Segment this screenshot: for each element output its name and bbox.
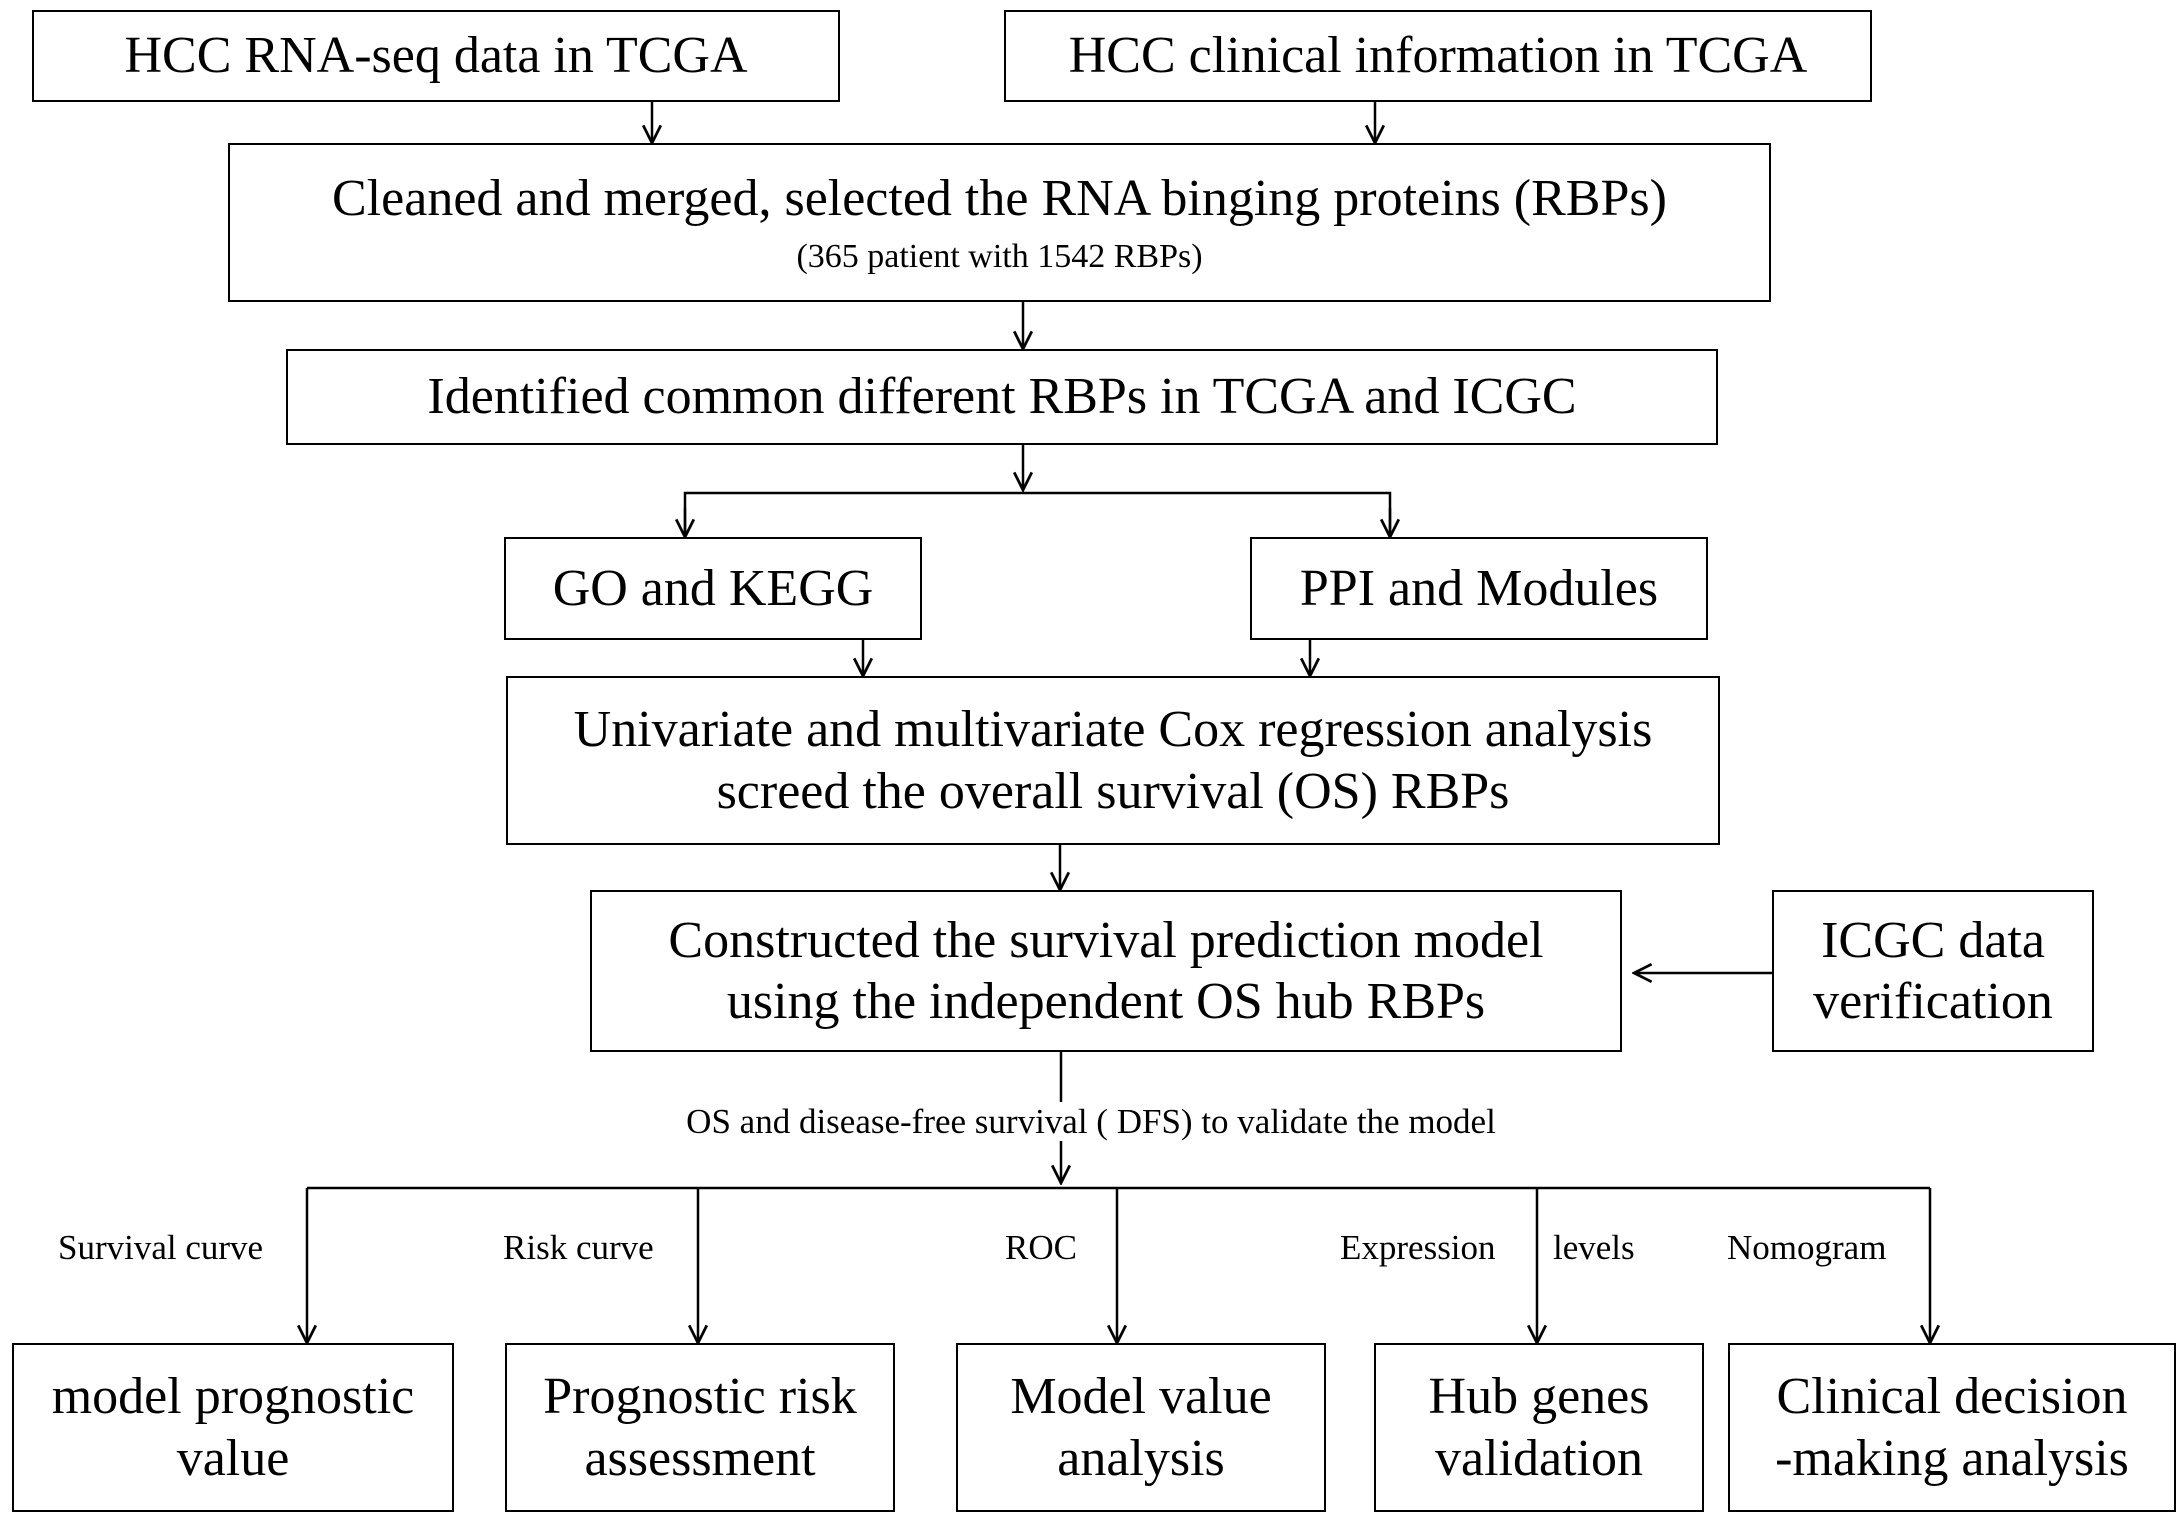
node-prognostic-risk-assessment: Prognostic risk assessment [505, 1343, 895, 1512]
node-prognostic-risk-assessment-line1: Prognostic risk [543, 1368, 857, 1426]
node-icgc-verification: ICGC data verification [1772, 890, 2094, 1052]
node-hcc-rnaseq: HCC RNA-seq data in TCGA [32, 10, 840, 102]
edge-label-risk-curve: Risk curve [503, 1228, 654, 1267]
node-ppi-modules-text: PPI and Modules [1299, 559, 1659, 617]
node-constructed-model-line1: Constructed the survival prediction mode… [668, 911, 1544, 969]
node-identified-common-text: Identified common different RBPs in TCGA… [427, 368, 1577, 426]
node-prognostic-risk-assessment-line2: assessment [584, 1429, 816, 1487]
edge-label-expression: Expression [1340, 1228, 1496, 1267]
edge-label-roc: ROC [1005, 1228, 1077, 1267]
edge-label-levels: levels [1553, 1228, 1635, 1267]
node-clinical-decision-making-line1: Clinical decision [1776, 1368, 2128, 1426]
node-ppi-modules: PPI and Modules [1250, 537, 1708, 640]
node-constructed-model-line2: using the independent OS hub RBPs [726, 973, 1486, 1030]
edge-label-nomogram: Nomogram [1727, 1228, 1887, 1267]
node-cleaned-merged: Cleaned and merged, selected the RNA bin… [228, 143, 1771, 302]
node-cox-regression-line2: screed the overall survival (OS) RBPs [716, 762, 1510, 820]
node-identified-common: Identified common different RBPs in TCGA… [286, 349, 1718, 445]
node-clinical-decision-making: Clinical decision -making analysis [1728, 1343, 2176, 1512]
node-hub-genes-validation-line2: validation [1435, 1429, 1643, 1487]
node-hcc-clinical: HCC clinical information in TCGA [1004, 10, 1872, 102]
node-cox-regression: Univariate and multivariate Cox regressi… [506, 676, 1720, 845]
node-icgc-verification-line2: verification [1813, 973, 2053, 1030]
edge-label-validate: OS and disease-free survival ( DFS) to v… [0, 1102, 2182, 1141]
node-model-value-analysis-line2: analysis [1057, 1429, 1225, 1487]
node-hub-genes-validation-line1: Hub genes [1428, 1368, 1650, 1426]
node-go-kegg-text: GO and KEGG [552, 559, 874, 617]
node-hcc-clinical-text: HCC clinical information in TCGA [1068, 27, 1808, 85]
node-icgc-verification-line1: ICGC data [1821, 911, 2045, 969]
node-model-prognostic-value: model prognostic value [12, 1343, 454, 1512]
node-cox-regression-line1: Univariate and multivariate Cox regressi… [573, 701, 1653, 759]
node-clinical-decision-making-line2: -making analysis [1775, 1429, 2129, 1487]
node-model-prognostic-value-line1: model prognostic [51, 1368, 415, 1426]
split-line-go-ppi [683, 491, 1392, 537]
node-constructed-model: Constructed the survival prediction mode… [590, 890, 1622, 1052]
node-model-value-analysis-line1: Model value [1010, 1368, 1272, 1426]
node-model-value-analysis: Model value analysis [956, 1343, 1326, 1512]
node-hcc-rnaseq-text: HCC RNA-seq data in TCGA [124, 27, 748, 85]
edge-label-survival-curve: Survival curve [58, 1228, 264, 1267]
node-cleaned-merged-text: Cleaned and merged, selected the RNA bin… [332, 169, 1667, 227]
node-go-kegg: GO and KEGG [504, 537, 922, 640]
node-model-prognostic-value-line2: value [176, 1429, 290, 1487]
node-hub-genes-validation: Hub genes validation [1374, 1343, 1704, 1512]
node-cleaned-merged-subtext: (365 patient with 1542 RBPs) [796, 238, 1203, 276]
